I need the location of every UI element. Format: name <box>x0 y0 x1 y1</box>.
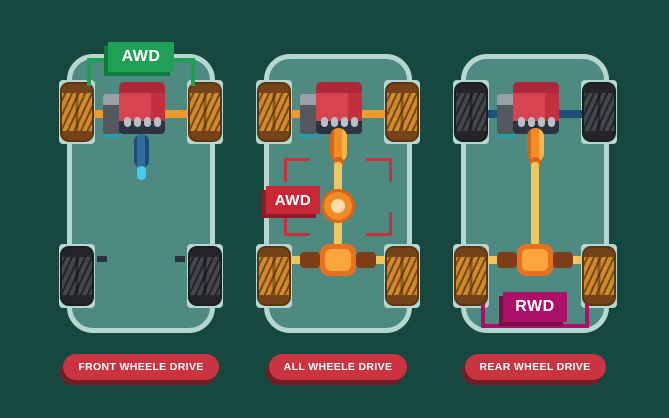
engine-head <box>119 82 165 93</box>
fwd-badge-label: AWD <box>121 48 161 65</box>
engine <box>316 82 362 134</box>
rear-right-wheel <box>584 248 614 304</box>
engine-base <box>513 117 559 134</box>
fwd-output-shaft-tip <box>137 166 146 180</box>
exhaust-port <box>143 117 151 127</box>
caption-pill-rwd: REAR WHEEL DRIVE <box>464 354 606 380</box>
driveshaft <box>531 162 539 248</box>
front-right-wheel <box>190 84 220 140</box>
rear-stub-axle-left <box>97 256 107 262</box>
rear-stub-axle-right <box>175 256 185 262</box>
rear-right-wheel <box>190 248 220 304</box>
rwd-badge-label: RWD <box>515 298 555 315</box>
transmission <box>300 94 318 134</box>
rear-axle-coupler-left <box>300 252 320 268</box>
exhaust-port <box>537 117 545 127</box>
engine-head <box>316 82 362 93</box>
fwd-badge: AWD <box>108 42 174 72</box>
awd-badge-label: AWD <box>274 191 312 209</box>
exhaust-port <box>153 117 161 127</box>
driveshaft-front-section <box>527 128 544 162</box>
bracket-corner <box>284 158 310 182</box>
exhaust-port <box>547 117 555 127</box>
engine <box>119 82 165 134</box>
exhaust-port <box>133 117 141 127</box>
exhaust-port <box>340 117 348 127</box>
car-chassis-fwd: AWD <box>59 42 223 333</box>
front-right-wheel <box>387 84 417 140</box>
rear-differential-hub <box>325 249 351 271</box>
panel-rear-wheel-drive: RWD REAR WHEEL DRIVE <box>453 54 617 404</box>
rear-differential <box>320 244 356 276</box>
awd-badge: AWD <box>266 186 320 214</box>
caption-fwd: FRONT WHEELE DRIVE <box>61 354 221 380</box>
engine-head <box>513 82 559 93</box>
front-left-wheel <box>456 84 486 140</box>
fwd-output-shaft <box>134 134 149 168</box>
caption-pill-awd: ALL WHEELE DRIVE <box>268 354 408 380</box>
bracket-corner <box>366 158 392 182</box>
rear-axle-coupler-left <box>497 252 517 268</box>
rear-axle-coupler-right <box>356 252 376 268</box>
caption-awd: ALL WHEELE DRIVE <box>258 354 418 380</box>
center-differential <box>321 189 355 223</box>
rwd-badge: RWD <box>503 292 567 322</box>
rear-left-wheel <box>456 248 486 304</box>
front-right-wheel <box>584 84 614 140</box>
exhaust-port <box>517 117 525 127</box>
rwd-rear-wheels-bracket <box>481 304 589 328</box>
exhaust-port <box>330 117 338 127</box>
engine-base <box>119 117 165 134</box>
panel-all-wheel-drive: AWD ALL WHEELE DRIVE <box>256 54 420 404</box>
transmission <box>103 94 121 134</box>
engine-base <box>316 117 362 134</box>
engine-block <box>316 93 362 121</box>
rear-axle-coupler-right <box>553 252 573 268</box>
engine-block <box>513 93 559 121</box>
exhaust-port <box>123 117 131 127</box>
panel-front-wheel-drive: AWD FRONT WHEELE DRIVE <box>59 42 223 404</box>
car-chassis-awd: AWD <box>256 54 420 333</box>
front-left-wheel <box>259 84 289 140</box>
front-left-wheel <box>62 84 92 140</box>
exhaust-port <box>527 117 535 127</box>
caption-rwd: REAR WHEEL DRIVE <box>455 354 615 380</box>
exhaust-port <box>350 117 358 127</box>
rear-left-wheel <box>259 248 289 304</box>
transmission <box>497 94 515 134</box>
rear-differential-hub <box>522 249 548 271</box>
bracket-corner <box>284 212 310 236</box>
center-differential-hub <box>331 199 345 213</box>
rear-differential <box>517 244 553 276</box>
awd-all-wheels-bracket <box>284 158 392 236</box>
caption-pill-fwd: FRONT WHEELE DRIVE <box>63 354 219 380</box>
engine <box>513 82 559 134</box>
rear-left-wheel <box>62 248 92 304</box>
bracket-corner <box>366 212 392 236</box>
engine-block <box>119 93 165 121</box>
rear-right-wheel <box>387 248 417 304</box>
driveshaft-front-section <box>330 128 347 162</box>
exhaust-port <box>320 117 328 127</box>
car-chassis-rwd: RWD <box>453 54 617 333</box>
